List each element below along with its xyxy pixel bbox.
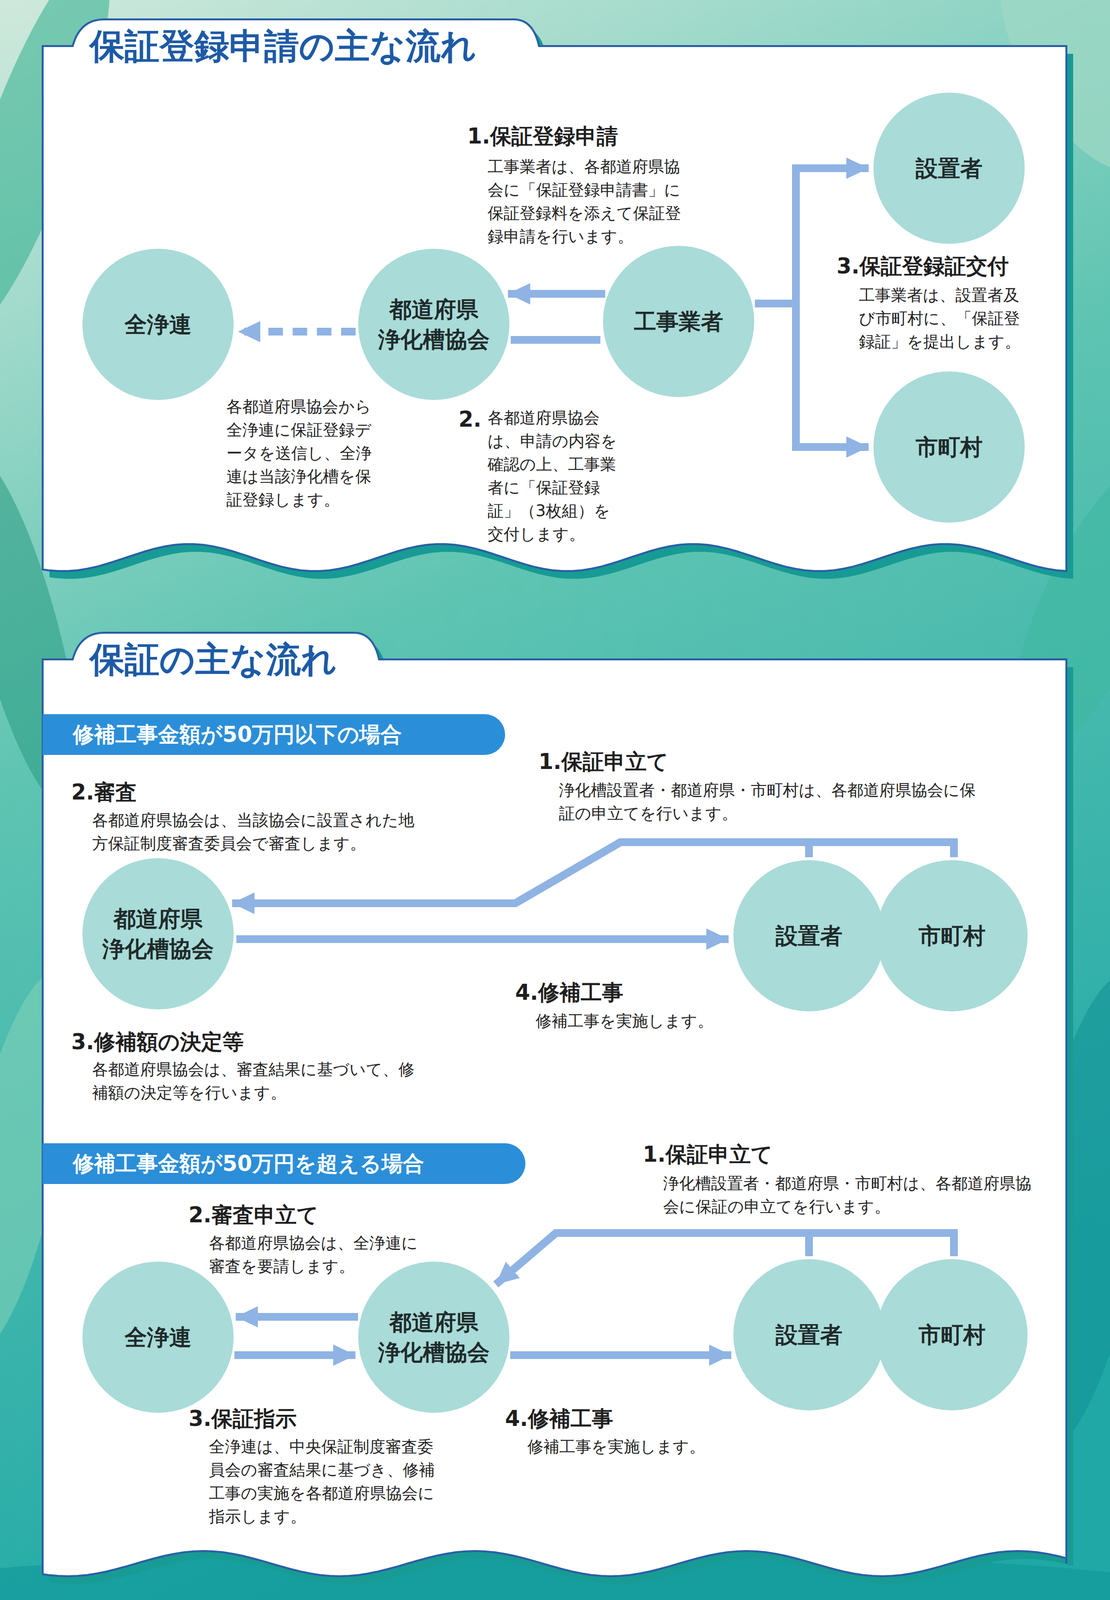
flow-arrow [507, 289, 606, 298]
step-number: 2. [458, 405, 482, 433]
circle-shape [357, 247, 511, 401]
circle-node: 都道府県 浄化槽協会 [357, 1260, 511, 1414]
circle-node: 全浄連 [81, 247, 235, 401]
step-text: 工事業者は、各都道府県協会に「保証登録申請書」に保証登録料を添えて保証登録申請を… [487, 155, 692, 249]
step-text: 全浄連は、中央保証制度審査委員会の審査結果に基づき、修補工事の実施を各都道府県協… [208, 1434, 440, 1528]
flow-arrow [235, 1312, 358, 1321]
section-band: 修補工事金額が50万円を超える場合 [42, 1142, 526, 1184]
step-heading: 4.修補工事 [505, 1404, 614, 1432]
node-label: 都道府県 浄化槽協会 [373, 294, 495, 355]
circle-node: 市町村 [875, 1257, 1029, 1412]
node-label: 都道府県 浄化槽協会 [97, 903, 219, 964]
circle-node: 都道府県 浄化槽協会 [81, 856, 235, 1011]
step-heading: 2.審査申立て [188, 1200, 319, 1229]
flow-arrow [755, 303, 869, 447]
node-label: 設置者 [748, 920, 870, 951]
circle-shape [81, 856, 235, 1011]
circle-node: 設置者 [872, 91, 1026, 245]
section-title: 保証登録申請の主な流れ [89, 25, 477, 67]
step-heading: 3.修補額の決定等 [71, 1027, 244, 1056]
flow-arrow [755, 168, 869, 304]
circle-node: 市町村 [872, 370, 1026, 524]
node-label: 都道府県 浄化槽協会 [373, 1306, 495, 1367]
circle-fill [733, 1258, 885, 1411]
node-label: 市町村 [891, 1319, 1013, 1350]
circle-node: 設置者 [732, 858, 886, 1013]
circle-node: 設置者 [732, 1257, 886, 1412]
flow-arrow [236, 935, 730, 943]
circle-fill [876, 859, 1028, 1012]
step-text: 浄化槽設置者・都道府県・市町村は、各都道府県協会に保証の申立てを行います。 [558, 778, 986, 825]
step-text: 各都道府県協会は、申請の内容を確認の上、工事業者に「保証登録証」（3枚組）を交付… [487, 406, 626, 546]
node-label: 全浄連 [97, 309, 219, 340]
circle-fill [358, 1261, 510, 1413]
node-label: 市町村 [891, 920, 1013, 951]
circle-fill [733, 859, 885, 1012]
flow-arrow [510, 335, 601, 344]
step-text: 各都道府県協会から全浄連に保証登録データを送信し、全浄連は当該浄化槽を保証登録し… [226, 395, 382, 512]
step-text: 各都道府県協会は、全浄連に審査を要請します。 [208, 1231, 432, 1278]
section-title: 保証の主な流れ [89, 638, 337, 681]
flow-arrow [510, 1350, 732, 1359]
step-text: 修補工事を実施します。 [527, 1434, 819, 1459]
step-heading: 3.保証登録証交付 [836, 252, 1009, 280]
circle-fill [873, 92, 1025, 244]
node-label: 工事業者 [618, 306, 740, 337]
circle-fill [82, 248, 234, 400]
circle-fill [82, 857, 234, 1010]
step-text: 修補工事を実施します。 [535, 1009, 827, 1033]
circle-fill [358, 248, 510, 400]
step-heading: 3.保証指示 [188, 1404, 297, 1432]
step-text: 浄化槽設置者・都道府県・市町村は、各都道府県協会に保証の申立てを行います。 [663, 1171, 1037, 1219]
node-label: 全浄連 [97, 1321, 219, 1352]
step-heading: 1.保証申立て [642, 1140, 773, 1168]
panel [42, 19, 1067, 571]
circle-node: 全浄連 [81, 1260, 235, 1414]
circle-fill [82, 1261, 234, 1413]
step-heading: 1.保証申立て [538, 747, 669, 776]
dotted-arrow [237, 327, 356, 336]
circle-shape [357, 1260, 511, 1414]
node-label: 設置者 [888, 153, 1010, 184]
node-label: 市町村 [888, 431, 1010, 462]
circle-fill [602, 245, 755, 397]
circle-fill [876, 1258, 1028, 1411]
circle-fill [873, 371, 1025, 523]
circle-node: 工事業者 [602, 244, 756, 398]
flow-arrow [495, 1232, 954, 1285]
step-heading: 2.審査 [71, 777, 137, 806]
section-band: 修補工事金額が50万円以下の場合 [42, 713, 506, 755]
circle-node: 市町村 [875, 858, 1029, 1013]
step-text: 工事業者は、設置者及び市町村に、「保証登録証」を提出します。 [858, 283, 1030, 354]
step-text: 各都道府県協会は、審査結果に基づいて、修補額の決定等を行います。 [92, 1057, 417, 1105]
node-label: 設置者 [748, 1319, 870, 1350]
step-heading: 4.修補工事 [515, 978, 624, 1006]
step-heading: 1.保証登録申請 [467, 122, 619, 150]
circle-node: 都道府県 浄化槽協会 [357, 247, 511, 401]
step-text: 各都道府県協会は、当該協会に設置された地方保証制度審査委員会で審査します。 [92, 808, 417, 856]
flow-arrow [234, 1350, 356, 1359]
panel [42, 632, 1067, 1576]
